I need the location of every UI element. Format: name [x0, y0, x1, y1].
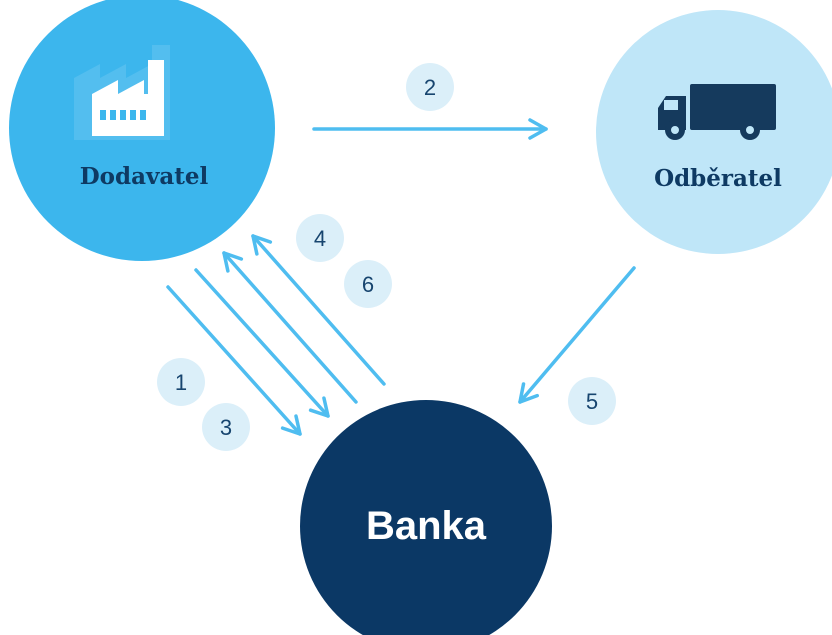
customer-circle	[596, 10, 832, 254]
arrow-4-bank-to-supplier	[222, 251, 358, 404]
step-badge-4: 4	[296, 214, 344, 262]
step-badges: 2 4 6 1 3 5	[157, 63, 616, 451]
step-badge-6: 6	[344, 260, 392, 308]
arrows	[166, 118, 636, 436]
arrow-1-supplier-to-bank	[166, 285, 302, 436]
step-number-3: 3	[220, 415, 232, 440]
arrow-6-bank-to-supplier	[251, 234, 386, 386]
step-badge-3: 3	[202, 403, 250, 451]
step-badge-1: 1	[157, 358, 205, 406]
arrow-5-customer-to-bank	[518, 266, 636, 404]
supplier-node: Dodavatel	[9, 0, 275, 261]
truck-icon	[658, 84, 776, 140]
bank-circle	[300, 400, 552, 635]
step-badge-2: 2	[406, 63, 454, 111]
step-number-4: 4	[314, 226, 326, 251]
bank-label: Banka	[366, 504, 487, 548]
step-badge-5: 5	[568, 377, 616, 425]
customer-node: Odběratel	[596, 10, 832, 254]
step-number-1: 1	[175, 370, 187, 395]
bank-node: Banka	[300, 400, 552, 635]
customer-label: Odběratel	[654, 165, 782, 192]
arrow-3-supplier-to-bank	[194, 268, 330, 418]
step-number-5: 5	[586, 389, 598, 414]
factory-icon	[92, 60, 164, 136]
step-number-2: 2	[424, 75, 436, 100]
supplier-label: Dodavatel	[80, 163, 209, 190]
step-number-6: 6	[362, 272, 374, 297]
